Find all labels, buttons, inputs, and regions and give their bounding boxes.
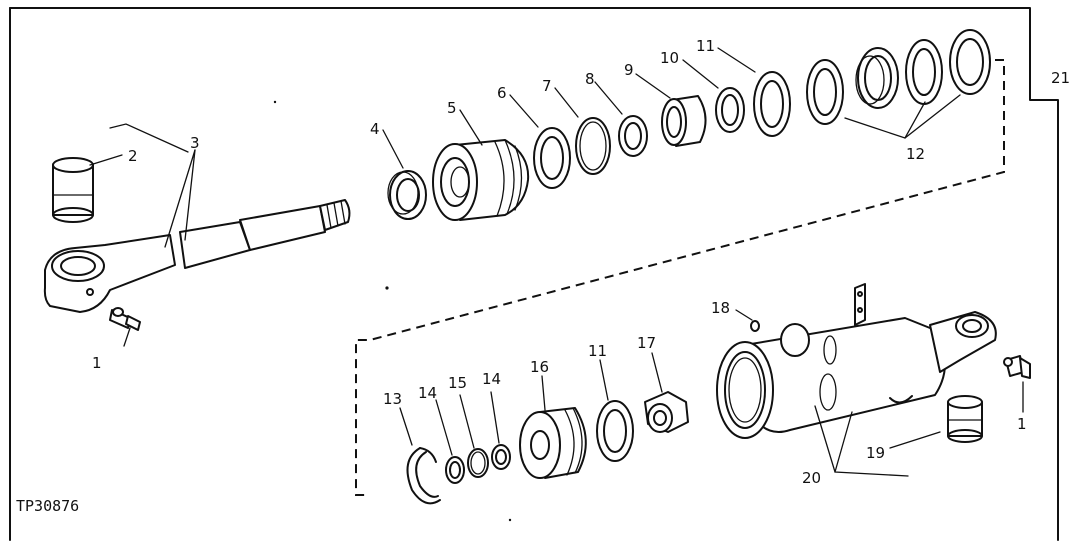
callout-12: 12 <box>906 145 925 163</box>
leader-lines <box>89 47 1024 477</box>
callout-3: 3 <box>190 134 200 152</box>
nut-part-17 <box>644 391 689 433</box>
bushing-part-19 <box>947 395 983 443</box>
callout-17: 17 <box>637 334 656 352</box>
cylinder-barrel-part-20 <box>716 283 997 439</box>
callout-1-right: 1 <box>1017 415 1027 433</box>
callout-21: 21 <box>1051 69 1070 87</box>
piston-part-16 <box>519 407 587 479</box>
callout-11-lower: 11 <box>588 342 607 360</box>
gland-part-5 <box>432 139 530 221</box>
callout-19: 19 <box>866 444 885 462</box>
o-ring-part-15 <box>467 448 489 478</box>
callout-10: 10 <box>660 49 679 67</box>
fitting-part-18 <box>750 320 760 332</box>
outer-frame <box>9 7 1059 541</box>
callout-13: 13 <box>383 390 402 408</box>
wiper-part-4 <box>387 170 427 220</box>
callout-4: 4 <box>370 120 380 138</box>
callout-11-upper: 11 <box>696 37 715 55</box>
callout-14-a: 14 <box>418 384 437 402</box>
callout-2: 2 <box>128 147 138 165</box>
seal-set-part-12 <box>806 29 991 125</box>
callout-1-left: 1 <box>92 354 102 372</box>
callout-16: 16 <box>530 358 549 376</box>
figure-id: TP30876 <box>16 497 79 515</box>
washer-part-14-a <box>445 456 465 484</box>
bushing-part-2 <box>52 157 94 223</box>
callout-8: 8 <box>585 70 595 88</box>
grease-fitting-part-1-right <box>1003 355 1031 379</box>
bearing-part-9 <box>661 95 707 147</box>
callout-15: 15 <box>448 374 467 392</box>
ring-part-10 <box>715 87 745 133</box>
piston-rod-part-3 <box>43 199 351 313</box>
callout-6: 6 <box>497 84 507 102</box>
seal-part-8 <box>618 115 648 157</box>
callout-14-b: 14 <box>482 370 501 388</box>
snap-ring-part-13 <box>406 447 441 505</box>
o-ring-part-7 <box>575 117 611 175</box>
callout-5: 5 <box>447 99 457 117</box>
callout-7: 7 <box>542 77 552 95</box>
washer-part-14-b <box>491 444 511 470</box>
callout-9: 9 <box>624 61 634 79</box>
upper-group-border <box>355 59 1005 496</box>
speck-marks <box>273 100 512 522</box>
callout-labels: 1 2 3 4 5 6 7 8 9 10 11 12 13 14 15 14 1… <box>92 37 1070 487</box>
callout-20: 20 <box>802 469 821 487</box>
callout-18: 18 <box>711 299 730 317</box>
grease-fitting-part-1-left <box>109 307 141 331</box>
backup-ring-part-6 <box>533 127 571 189</box>
ring-part-11-lower <box>596 400 634 462</box>
ring-part-11-upper <box>753 71 791 137</box>
